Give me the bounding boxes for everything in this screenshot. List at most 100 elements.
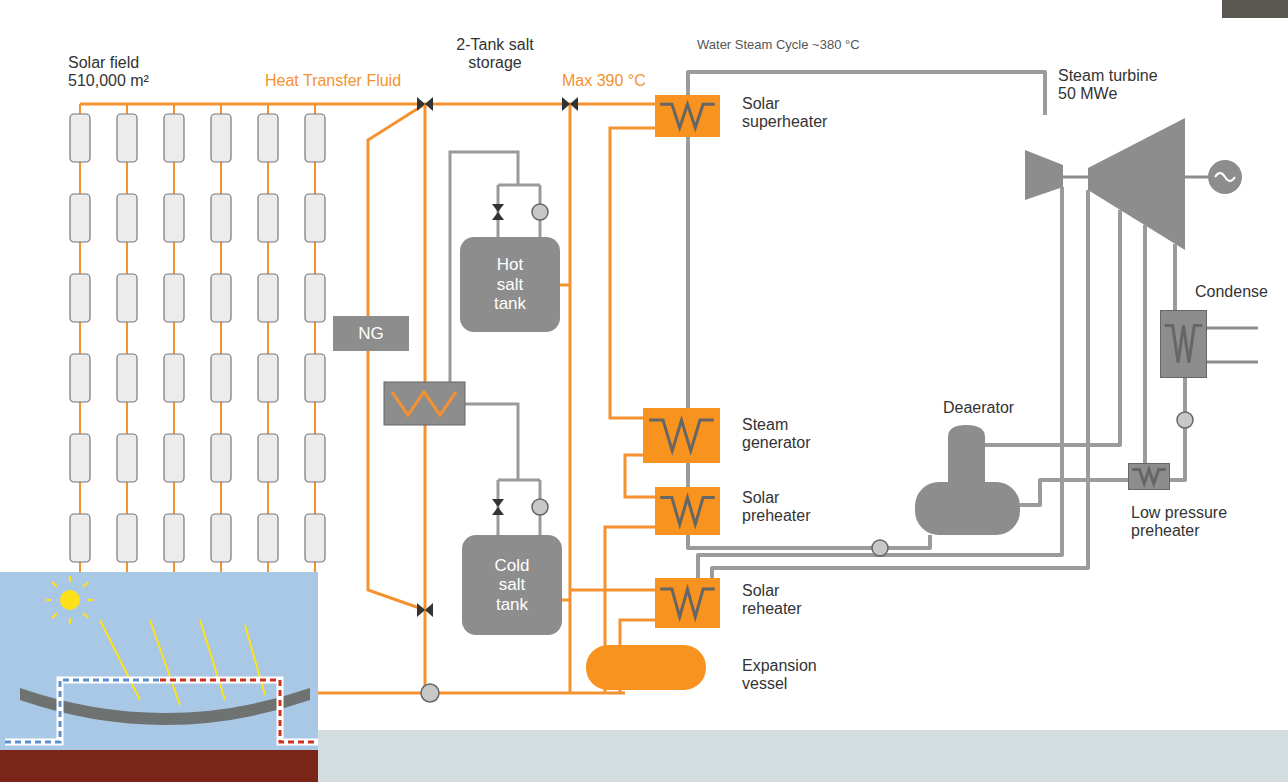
fluid-label: Heat Transfer Fluid: [265, 72, 415, 90]
water-steam-pipe: [1170, 378, 1185, 480]
absorber-tube: [160, 680, 318, 742]
collector-module: [211, 514, 231, 562]
preheater-box-shape: [1129, 464, 1169, 489]
water-steam-pipe: [1020, 480, 1128, 505]
generator-wave: [1215, 173, 1235, 181]
bottom-band: [318, 730, 1288, 782]
collector-module: [117, 274, 137, 322]
water-steam-pipe: [688, 72, 1045, 115]
water-steam-pipe: [1173, 255, 1177, 310]
valve-symbol: [492, 204, 504, 220]
water-steam-pipe: [698, 255, 1062, 578]
collector-module: [70, 194, 90, 242]
node-heading: Expansion vessel: [742, 657, 837, 694]
heat-exchanger-box: Solar superheater: [655, 95, 720, 137]
sun-rays: [46, 576, 265, 705]
valve-symbol: [417, 97, 433, 111]
htf-pipe: [560, 284, 570, 287]
valve-symbol: [417, 603, 433, 617]
turbine-nozzle: [1062, 187, 1175, 255]
collector-loop: [220, 104, 222, 572]
collector-module: [164, 194, 184, 242]
collector-module: [305, 194, 325, 242]
collector-module: [305, 514, 325, 562]
collector-module: [211, 274, 231, 322]
cooling-water-line: [1207, 328, 1258, 362]
node-text: NG: [341, 324, 401, 344]
htf-bypass: [368, 104, 425, 610]
absorber-tube: [5, 680, 160, 742]
area-label: Solar field 510,000 m²: [68, 54, 168, 91]
salt-tank: Cold salt tank: [462, 535, 562, 635]
water-steam-pipe: [1143, 255, 1147, 463]
steam-turbine: Steam turbine 50 MWe: [1020, 115, 1190, 255]
node-text: Cold salt tank: [487, 556, 537, 615]
coil-symbol: [1132, 470, 1166, 484]
node-heading: Deaerator: [943, 399, 1043, 417]
pump-symbol: [532, 204, 548, 220]
deaerator-vessel-shape: [915, 425, 1020, 535]
collector-loop: [314, 104, 316, 572]
water-steam-pipe: [688, 535, 930, 548]
collector-module: [258, 114, 278, 162]
generator-symbol: [1208, 160, 1242, 194]
collector-module: [305, 434, 325, 482]
heat-exchanger-box: Solar preheater: [655, 487, 720, 535]
collector-module: [164, 514, 184, 562]
node-heading: Condense: [1195, 283, 1275, 301]
collector-module: [211, 434, 231, 482]
htf-pipe: [569, 104, 572, 693]
collector-module: [211, 114, 231, 162]
collector-module: [164, 354, 184, 402]
collector-module: [70, 354, 90, 402]
water-steam-pipe: [712, 255, 1088, 578]
coil-symbol: [649, 420, 714, 451]
node-text: Hot salt tank: [485, 255, 535, 314]
coil-symbol: [660, 498, 715, 525]
hp-turbine: [1025, 150, 1063, 200]
collector-module: [70, 114, 90, 162]
collector-module: [305, 114, 325, 162]
exchanger-coil: [392, 392, 456, 415]
collector-module: [211, 354, 231, 402]
lp-turbine: [1088, 118, 1185, 250]
node-heading: Solar preheater: [742, 489, 842, 526]
coil-symbol: [660, 104, 715, 128]
salt-pipes: [450, 152, 540, 535]
node-heading: Solar superheater: [742, 95, 842, 132]
coil-symbol: [1165, 326, 1203, 363]
htf-pipe: [570, 589, 655, 592]
sun-ray: [100, 620, 265, 705]
deaerator-vessel: Deaerator: [915, 425, 1020, 535]
htf-return: [318, 692, 625, 695]
collector-module: [258, 354, 278, 402]
collector-loop: [173, 104, 175, 572]
photo-corner: [1222, 0, 1288, 18]
collector-module: [117, 434, 137, 482]
deaerator-nozzle: [985, 443, 1020, 447]
collector-module: [258, 434, 278, 482]
water-steam-pipe: [1020, 255, 1120, 445]
deaerator-tank: [915, 482, 1020, 535]
valve-symbol: [492, 499, 504, 515]
collector-loop: [267, 104, 269, 572]
water-steam-pipe: [686, 137, 690, 408]
heat-exchanger-box: Steam generator: [643, 408, 720, 463]
node-heading: Low pressure preheater: [1131, 504, 1246, 541]
collector-module: [164, 274, 184, 322]
salt-heat-exchanger: [384, 382, 465, 425]
pump-symbol: [872, 540, 888, 556]
condenser-box: Condense: [1160, 310, 1207, 378]
node-heading: Steam generator: [742, 416, 842, 453]
fuel-heater-box: NG: [333, 316, 409, 351]
pump-symbol: [532, 499, 548, 515]
collector-module: [70, 274, 90, 322]
collector-module: [117, 194, 137, 242]
collector-module: [164, 434, 184, 482]
expansion-vessel: Expansion vessel: [586, 645, 706, 690]
collector-module: [70, 514, 90, 562]
area-label: 2-Tank salt storage: [445, 36, 545, 73]
collector-module: [164, 114, 184, 162]
